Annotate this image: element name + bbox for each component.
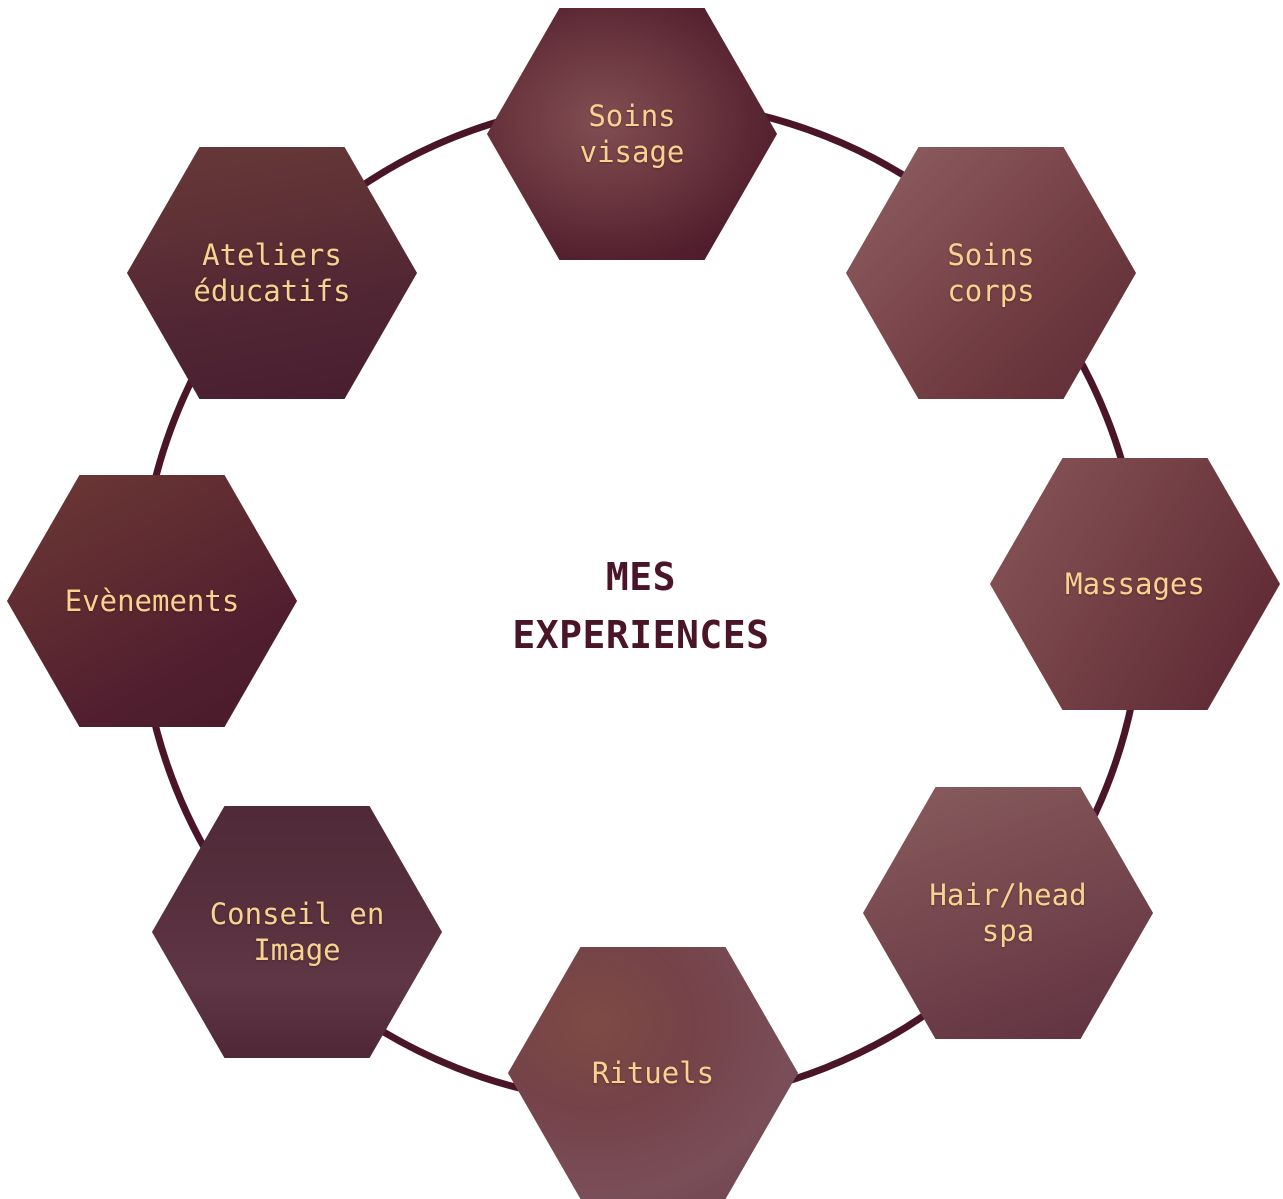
experience-label: Conseil en Image: [209, 897, 385, 967]
experience-label: Hair/head spa: [929, 878, 1087, 948]
experience-label: Massages: [1065, 567, 1205, 601]
page-title-line-1: MES: [605, 555, 677, 599]
experience-label: Rituels: [591, 1056, 715, 1090]
experience-label: Soins visage: [579, 99, 685, 169]
hex-tint: [990, 458, 1280, 710]
experience-massages[interactable]: Massages: [990, 458, 1280, 710]
experience-label: Evènements: [64, 584, 240, 618]
experience-label: Soins corps: [947, 238, 1035, 308]
page-title-line-2: EXPERIENCES: [512, 613, 770, 657]
page-title: MES EXPERIENCES: [391, 548, 891, 664]
experience-label: Ateliers éducatifs: [193, 238, 351, 308]
